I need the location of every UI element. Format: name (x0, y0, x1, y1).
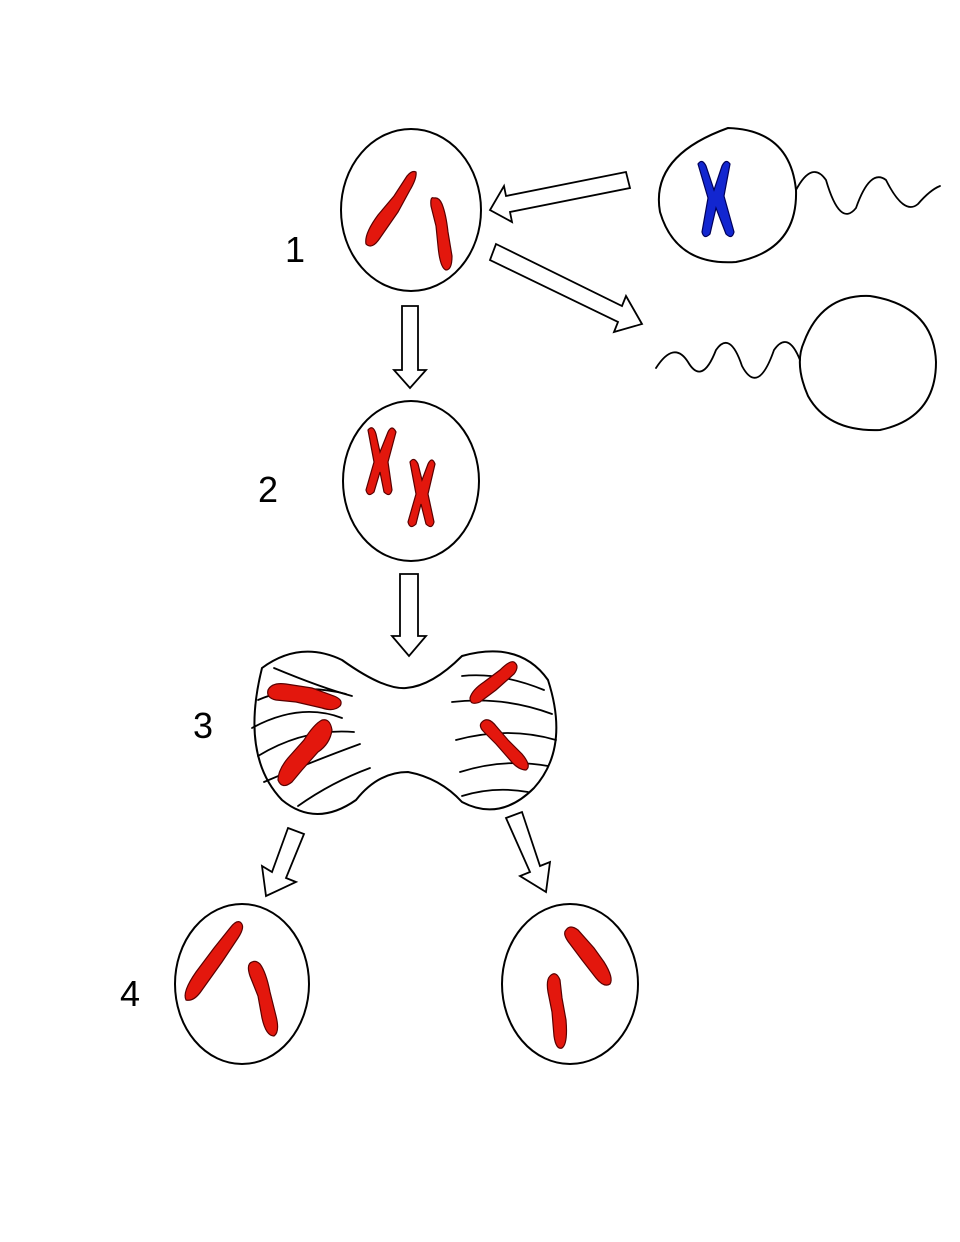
chromosome-blue (697, 160, 735, 238)
stage-label-4: 4 (120, 973, 140, 1014)
stage-label-3: 3 (193, 705, 213, 746)
sperm-tail (795, 171, 941, 215)
sperm-with-chromosome (657, 126, 941, 264)
stage-1-cell (340, 128, 482, 292)
cell-outline-icon (340, 128, 482, 292)
stage-label-2: 2 (258, 469, 278, 510)
chromosome-red (479, 719, 529, 771)
chromosome-red (267, 683, 342, 711)
spindle-fiber (251, 711, 343, 729)
hollow-arrow-icon (260, 826, 306, 898)
sperm-head-outline (798, 294, 938, 432)
spindle-fiber (461, 788, 529, 797)
hollow-arrow-icon (488, 170, 632, 224)
spindle-fiber (263, 743, 361, 783)
spindle-fiber (451, 699, 553, 715)
sperm-tail (655, 341, 801, 379)
chromosome-red (564, 926, 612, 986)
chromosome-red (546, 973, 568, 1049)
spindle-fiber (257, 730, 355, 757)
stage-label-1: 1 (285, 229, 305, 270)
spindle-fiber (455, 732, 557, 741)
stage-4-daughter-cell-right (501, 903, 639, 1065)
sperm-empty (655, 294, 938, 432)
hollow-arrow-icon (504, 810, 552, 894)
spindle-fiber (297, 767, 371, 807)
spindle-fiber (459, 762, 549, 773)
cell-outline-icon (501, 903, 639, 1065)
sperm-head-outline (657, 126, 798, 264)
chromosome-red (184, 921, 244, 1001)
hollow-arrow-icon (390, 573, 428, 658)
chromosome-red (247, 960, 279, 1037)
stage-3-dividing-cell (251, 650, 558, 815)
chromosome-red (469, 661, 518, 704)
chromosome-red-replicated (365, 427, 397, 496)
chromosome-red-replicated (407, 458, 436, 528)
hollow-arrow-icon (488, 242, 644, 334)
chromosome-red (277, 719, 333, 787)
chromosome-red (365, 170, 417, 247)
cell-outline-icon (342, 400, 480, 562)
stage-4-daughter-cell-left (174, 903, 310, 1065)
chromosome-red (430, 197, 453, 271)
hollow-arrow-icon (391, 305, 429, 390)
stage-2-cell (342, 400, 480, 562)
